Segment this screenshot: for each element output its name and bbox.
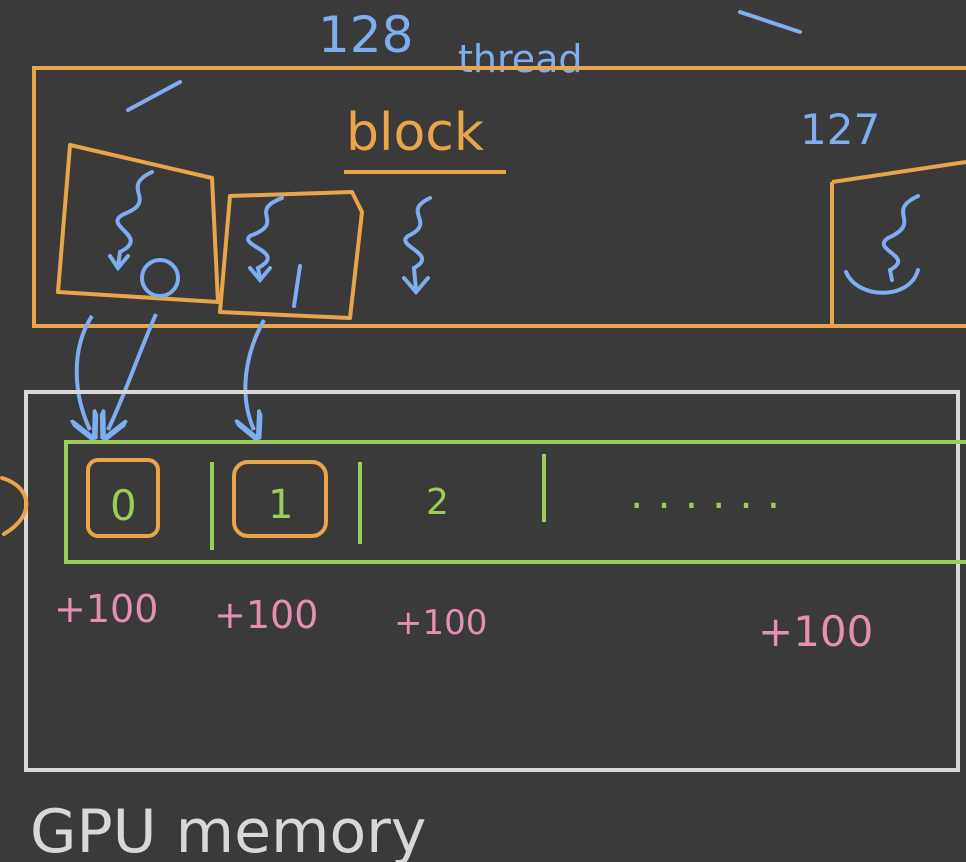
cell-1-label: 1 xyxy=(268,482,293,528)
header-stroke xyxy=(738,10,802,34)
arrow-thread-0-b xyxy=(108,313,158,430)
block-container xyxy=(32,66,966,328)
arrow-thread-1 xyxy=(245,319,266,430)
thread-0-box xyxy=(56,143,220,304)
gpu-memory-label: GPU memory xyxy=(30,797,426,862)
gpu-memory-region xyxy=(24,390,960,772)
thread-1-squiggle-icon xyxy=(246,196,284,284)
thread-127 xyxy=(830,160,966,326)
thread-0 xyxy=(56,143,220,304)
thread-127-curl xyxy=(844,268,920,295)
thread-1-box xyxy=(218,190,364,320)
cell-ellipsis: ...... xyxy=(630,469,794,518)
thread-127-squiggle-icon xyxy=(881,194,920,282)
cell-0-label: 0 xyxy=(110,481,137,530)
increment-3: +100 xyxy=(758,607,873,656)
block-last-index: 127 xyxy=(800,105,880,154)
increment-0: +100 xyxy=(54,587,158,631)
thread-1 xyxy=(218,190,364,320)
increment-1: +100 xyxy=(214,593,318,637)
thread-label: thread xyxy=(458,37,583,81)
thread-0-index-circle xyxy=(140,258,180,298)
thread-0-squiggle-icon xyxy=(108,170,154,272)
increment-2: +100 xyxy=(394,603,487,643)
thread-2-squiggle-icon xyxy=(402,196,432,296)
block-title: block xyxy=(346,103,484,163)
block-tick-stroke xyxy=(126,80,182,112)
thread-1-index-stroke xyxy=(292,264,302,308)
array-row xyxy=(64,440,966,564)
cell-1-highlight xyxy=(232,460,328,538)
left-bracket xyxy=(0,476,29,536)
cell-0-highlight xyxy=(86,458,160,538)
thread-127-box xyxy=(830,160,966,326)
arrow-thread-0-a xyxy=(77,314,92,430)
cell-2-label: 2 xyxy=(426,482,449,523)
thread-count: 128 xyxy=(318,6,413,64)
